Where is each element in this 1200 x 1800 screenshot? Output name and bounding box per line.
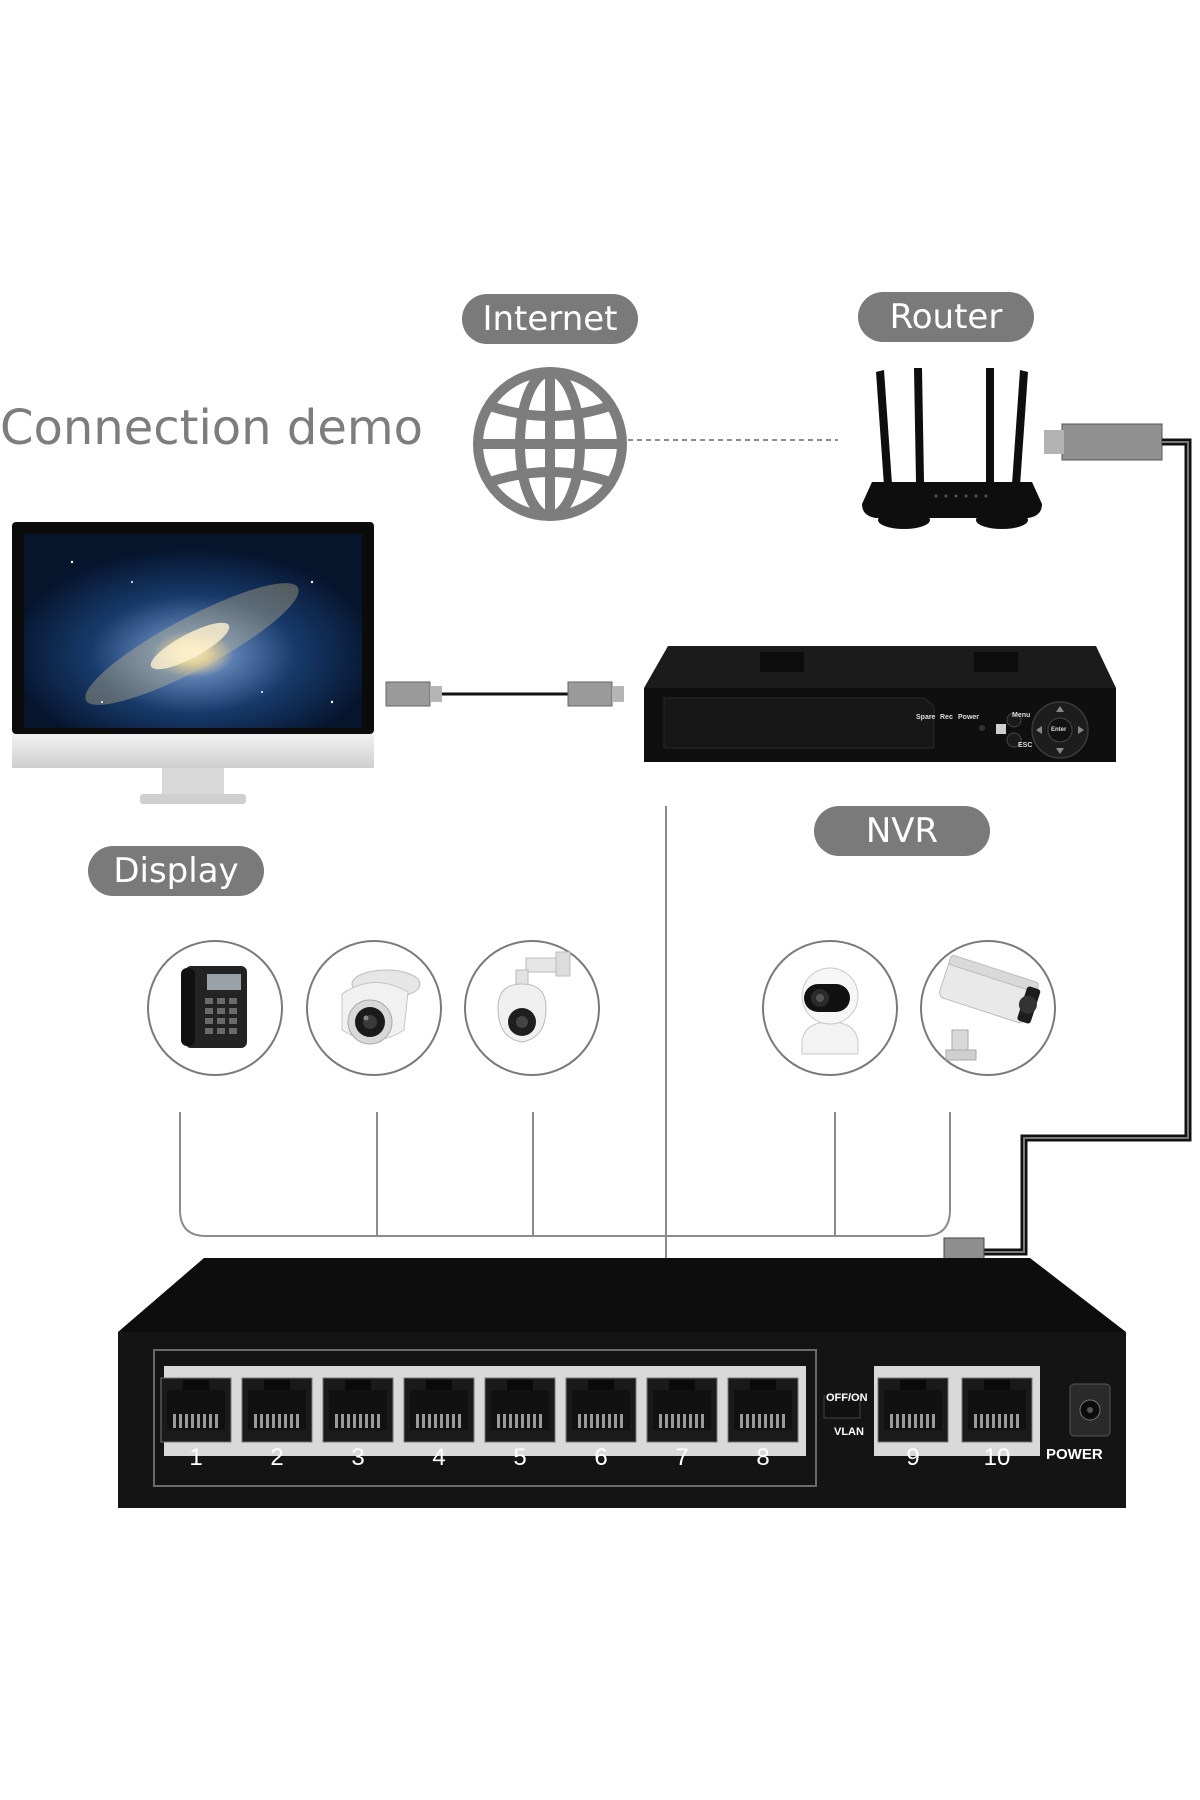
power-label: POWER xyxy=(1046,1446,1103,1463)
router-switch-cable xyxy=(943,423,1192,1346)
poe-switch xyxy=(118,1258,1126,1508)
globe-icon xyxy=(473,367,627,521)
device-bus xyxy=(179,1112,951,1237)
diagram-title: Connection demo xyxy=(0,400,423,456)
router-icon xyxy=(862,368,1042,529)
ip-phone-icon xyxy=(147,940,283,1076)
nvr-spare-label: Spare xyxy=(916,714,936,721)
nvr-esc-label: ESC xyxy=(1018,742,1033,749)
home-camera-icon xyxy=(762,940,898,1076)
vlan-switch-bottom: VLAN xyxy=(834,1426,864,1438)
vlan-switch-top: OFF/ON xyxy=(826,1392,868,1404)
nvr-power-label: Power xyxy=(958,714,980,721)
router-label: Router xyxy=(858,292,1034,342)
display-label: Display xyxy=(88,846,264,896)
nvr-menu-label: Menu xyxy=(1012,712,1031,719)
ptz-camera-icon xyxy=(464,940,600,1076)
bullet-camera-icon xyxy=(920,940,1056,1076)
dome-camera-icon xyxy=(306,940,442,1076)
internet-label: Internet xyxy=(462,294,638,344)
nvr-device-icon xyxy=(644,646,1116,762)
nvr-rec-label: Rec xyxy=(940,714,953,721)
monitor-icon xyxy=(12,522,374,804)
nvr-label: NVR xyxy=(814,806,990,856)
display-nvr-cable xyxy=(385,681,624,707)
nvr-enter-label: Enter xyxy=(1051,727,1067,733)
